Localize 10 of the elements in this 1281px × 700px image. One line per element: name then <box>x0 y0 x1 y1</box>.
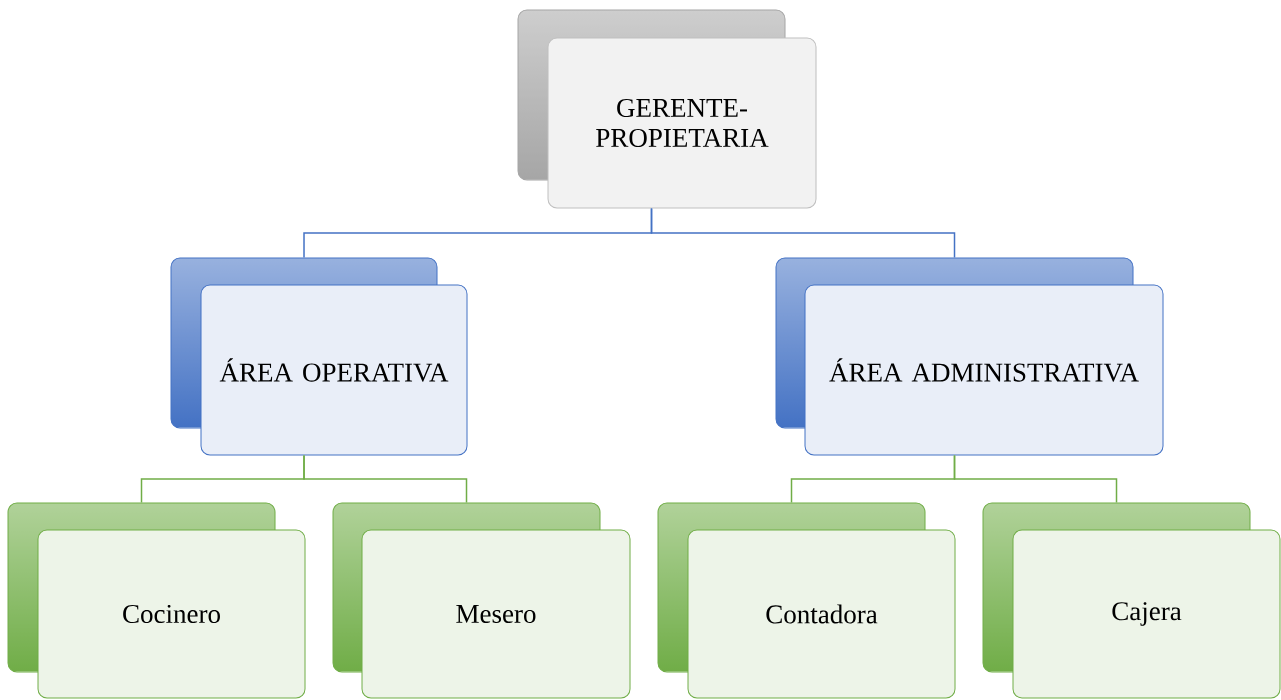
connector-line <box>650 207 956 259</box>
org-box: Mesero <box>332 502 631 699</box>
org-box: GERENTE-PROPIETARIA <box>517 9 817 209</box>
org-box: Cocinero <box>7 502 306 699</box>
org-box: Cajera <box>982 502 1281 699</box>
org-box: Contadora <box>657 502 956 699</box>
connector-line <box>953 454 1118 504</box>
org-box: ÁREA ADMINISTRATIVA <box>775 257 1164 456</box>
org-box: ÁREA OPERATIVA <box>170 257 468 456</box>
connector-line <box>303 454 468 504</box>
